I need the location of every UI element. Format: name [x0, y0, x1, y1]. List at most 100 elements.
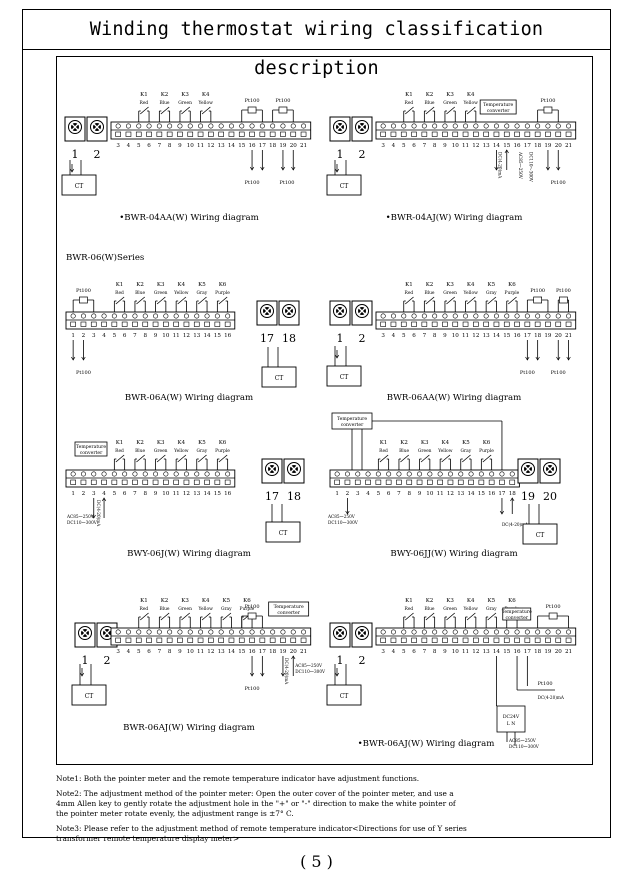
relay-color-label: Gray: [486, 607, 497, 612]
screw-icon: [375, 471, 381, 477]
screw-icon: [452, 629, 458, 635]
relay-label: K6: [508, 598, 516, 604]
terminal-slot: [514, 131, 520, 137]
arrow-head: [249, 672, 255, 677]
terminal-number: 4: [127, 143, 131, 149]
wire: [201, 106, 211, 115]
current-label: DC(4-20)mA: [538, 695, 565, 700]
terminal-slot: [437, 479, 443, 485]
converter-label-line2: converter: [487, 108, 510, 114]
terminal-slot: [183, 479, 190, 485]
screw-icon: [380, 123, 386, 129]
screw-icon: [504, 629, 510, 635]
terminal-slot: [462, 637, 469, 643]
relay-color-label: Gray: [221, 607, 232, 612]
terminal-slot: [473, 131, 479, 137]
terminal-number: 4: [392, 333, 396, 339]
relay-color-label: Yellow: [463, 291, 479, 296]
terminal-number: 15: [503, 143, 511, 149]
wire: [177, 296, 187, 305]
terminal-slot: [173, 479, 179, 485]
terminal-slot: [166, 637, 173, 643]
pt100-sensor: Pt100: [537, 98, 559, 122]
terminal-number: 7: [423, 333, 427, 339]
pt100-sensor: Pt100: [526, 288, 549, 312]
converter-box: [502, 607, 532, 621]
screw-icon: [290, 629, 296, 635]
terminal-slot: [555, 321, 562, 327]
arrow-head: [280, 166, 286, 171]
arrow-head: [334, 672, 340, 677]
terminal-slot: [280, 131, 286, 137]
screw-icon: [187, 629, 193, 635]
relay-color-label: Purple: [215, 449, 230, 454]
supply-label: DC110～300V: [67, 520, 98, 525]
terminal-number: 5: [402, 333, 406, 339]
relay-color-label: Purple: [505, 291, 520, 296]
screw-icon: [153, 313, 159, 319]
terminal-slot: [555, 637, 562, 643]
terminal-slot: [125, 131, 132, 137]
relay-color-label: Green: [418, 449, 432, 454]
relay-color-label: Gray: [461, 449, 472, 454]
supply-label: AC85～250V: [66, 514, 95, 519]
terminal-slot: [421, 637, 428, 643]
terminal-slot: [431, 637, 438, 643]
terminal-slot: [142, 479, 149, 485]
terminal-number: 1: [71, 333, 75, 339]
screw-icon: [167, 123, 173, 129]
arrow-head: [334, 168, 340, 173]
pt100-label: Pt100: [540, 98, 555, 104]
screw-icon: [156, 629, 162, 635]
converter-label: Temperature: [274, 604, 304, 610]
screw-icon: [566, 313, 572, 319]
terminal-number: 12: [472, 333, 480, 339]
terminal-number: 3: [116, 649, 120, 655]
screw-icon: [187, 123, 193, 129]
terminal-number: 12: [207, 649, 215, 655]
wire: [357, 306, 367, 316]
terminal-number: 3: [381, 143, 385, 149]
terminal-number: 11: [462, 143, 469, 149]
terminal-number: 17: [259, 143, 267, 149]
relay-label: K1: [140, 92, 148, 98]
converter-label: Temperature: [337, 416, 367, 422]
screw-icon: [70, 313, 76, 319]
screw-icon: [136, 123, 142, 129]
terminal-slot: [499, 479, 505, 485]
converter-label-line2: converter: [505, 615, 528, 621]
terminal-number: 8: [143, 333, 147, 339]
arrow-head: [556, 356, 561, 361]
terminal-slot: [70, 479, 76, 485]
screw-icon: [406, 471, 412, 477]
terminal-number: 8: [168, 143, 172, 149]
screw-icon: [535, 629, 541, 635]
terminal-slot: [214, 479, 221, 485]
terminal-number: 14: [493, 143, 501, 149]
screw-icon: [146, 123, 152, 129]
screw-icon: [463, 313, 469, 319]
screw-icon: [194, 313, 200, 319]
terminal-number: 6: [147, 143, 151, 149]
screw-icon: [204, 313, 210, 319]
wire: [335, 306, 345, 316]
screw-icon: [259, 123, 265, 129]
screw-icon: [177, 123, 183, 129]
current-label: DC(4-20)mA: [502, 522, 529, 527]
screw-icon: [411, 629, 417, 635]
terminal-slot: [524, 637, 531, 643]
terminal-number: 2: [94, 148, 101, 161]
arrow-head: [525, 356, 530, 361]
terminal-number: 1: [71, 491, 75, 497]
screw-icon: [280, 123, 286, 129]
terminal-slot: [555, 131, 562, 137]
ct-label: CT: [279, 530, 288, 537]
relay-label: K4: [467, 598, 475, 604]
terminal-number: 16: [488, 491, 496, 497]
